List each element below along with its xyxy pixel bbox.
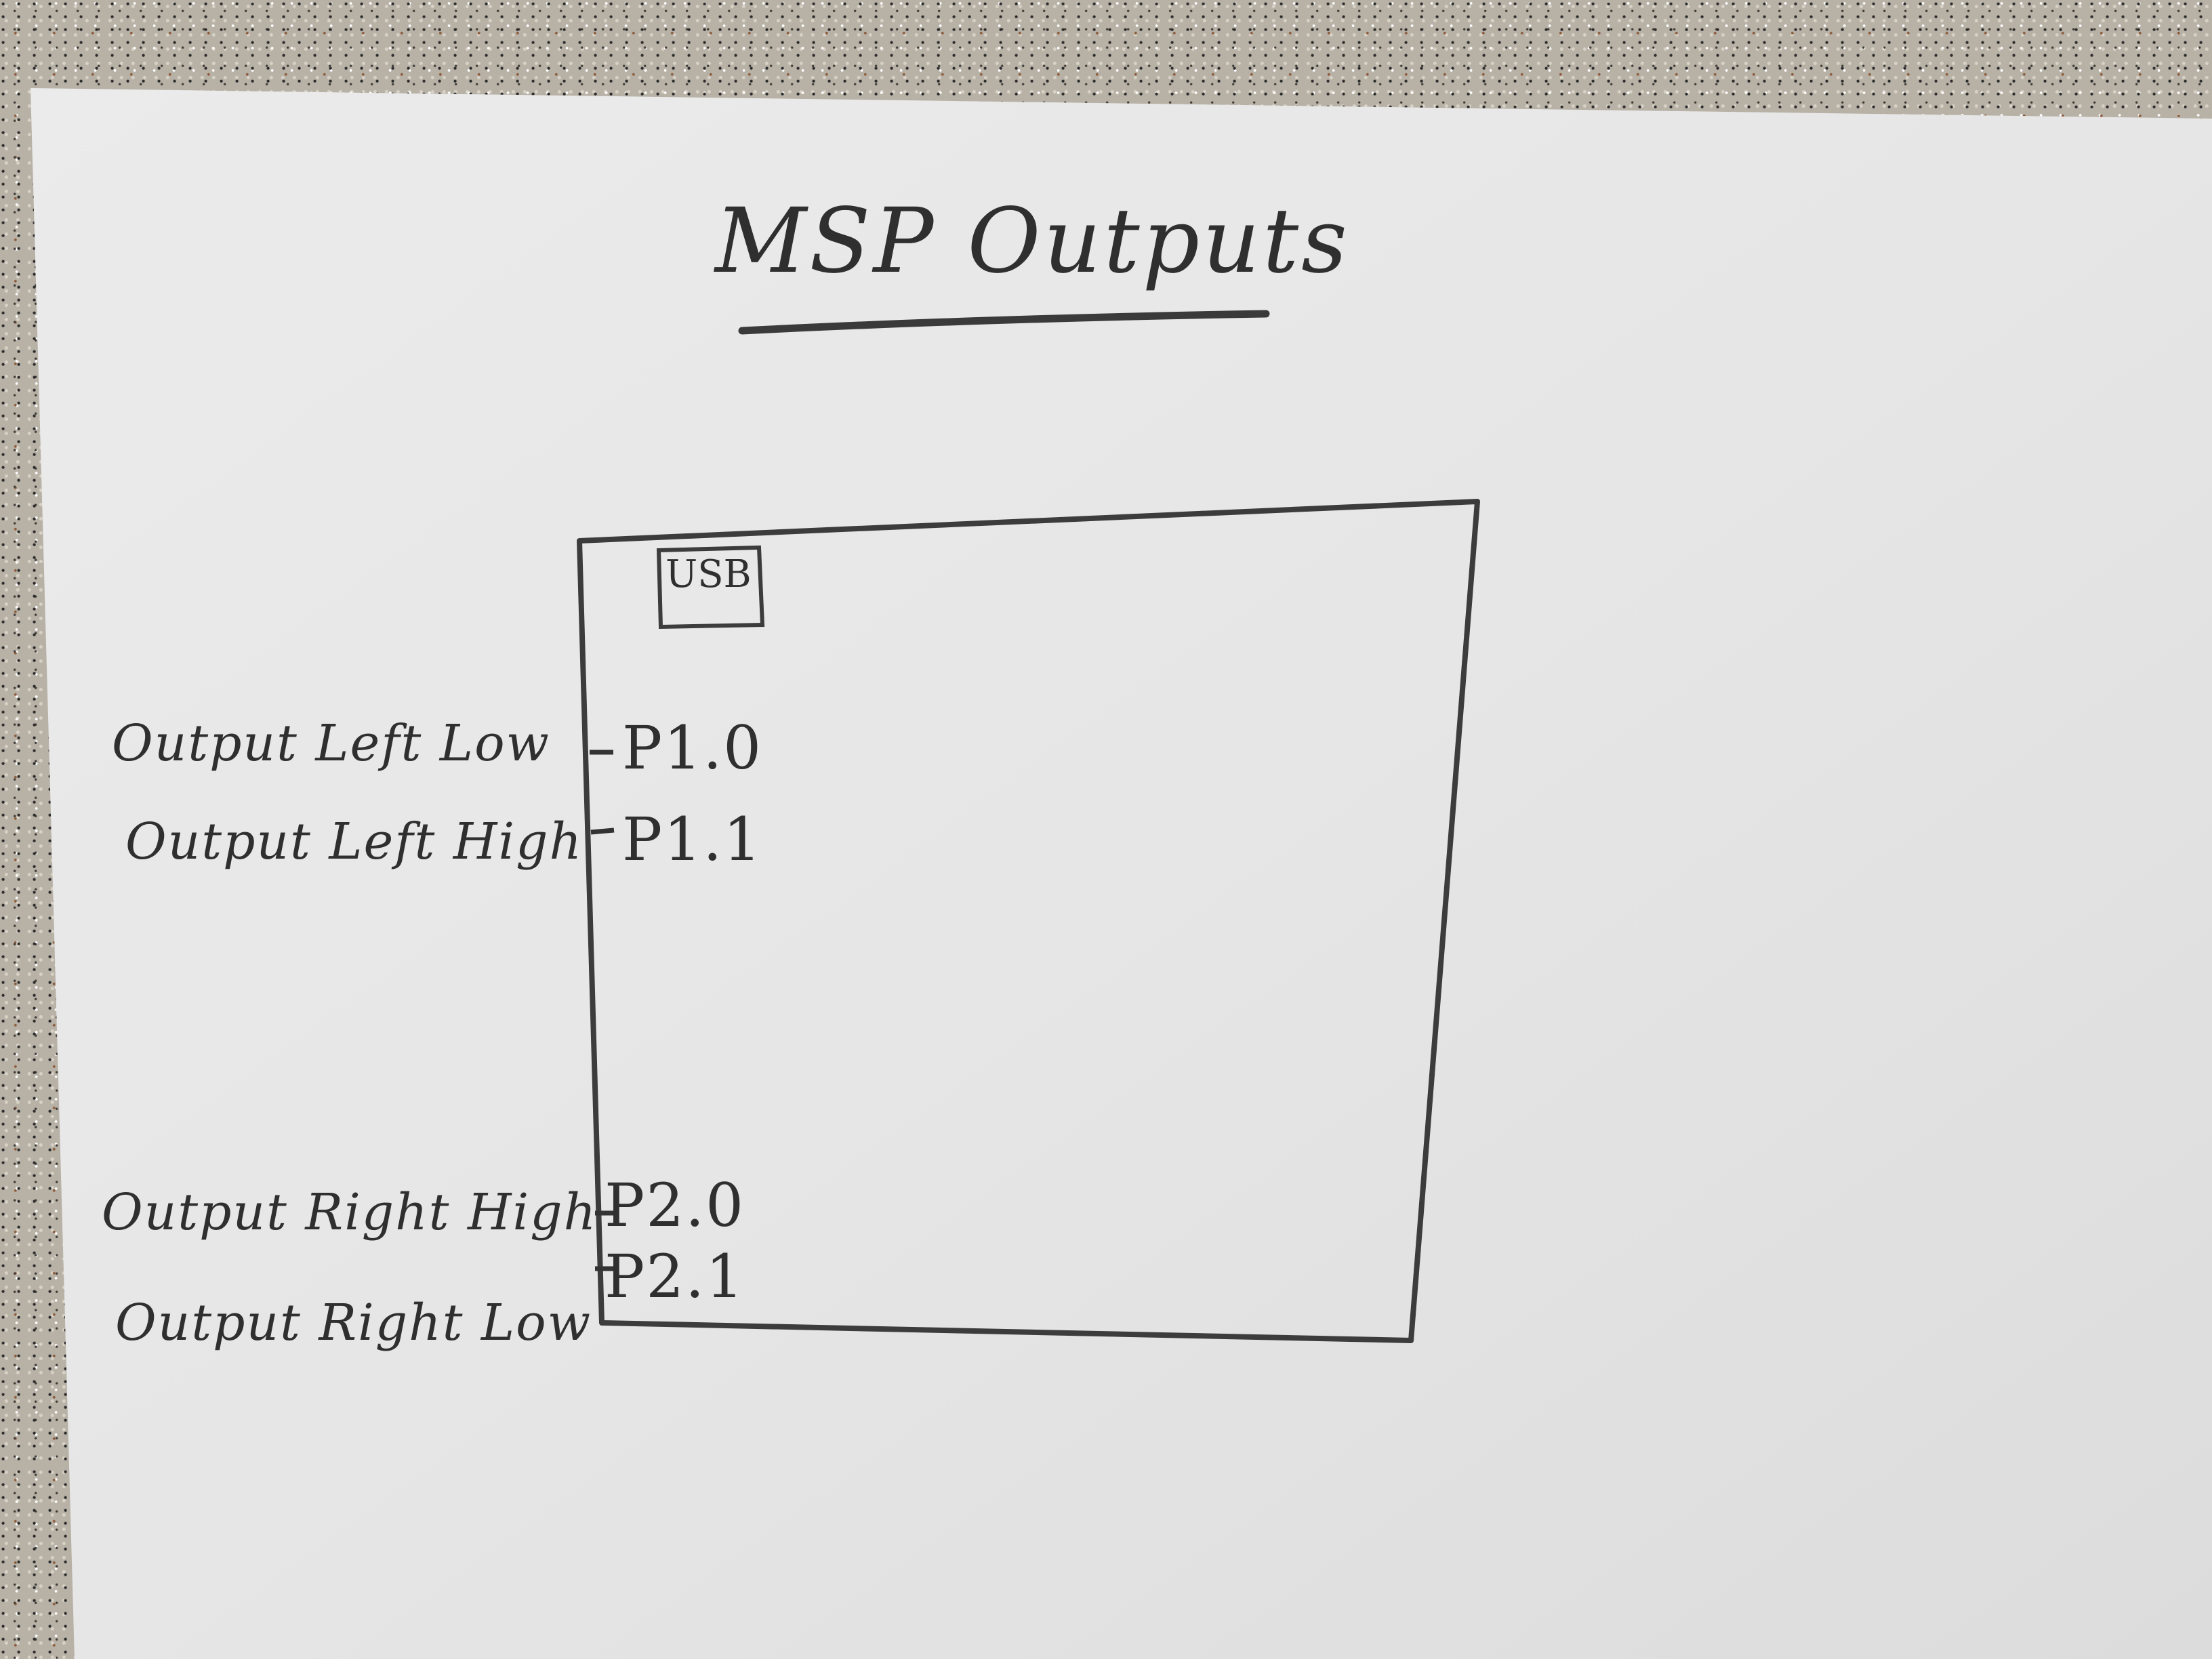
output-label-left-high: Output Left High	[125, 813, 583, 871]
board-outline	[577, 499, 1480, 1343]
pin-label-p2-0: P2.0	[605, 1170, 745, 1240]
usb-connector-box	[656, 545, 765, 630]
pin-label-p2-1: P2.1	[605, 1242, 745, 1311]
pin-tick-p1-1	[590, 827, 615, 835]
title-underline	[738, 310, 1270, 335]
paper-surface	[30, 88, 2212, 1659]
output-label-right-low: Output Right Low	[115, 1294, 592, 1352]
pin-label-p1-0: P1.0	[622, 713, 763, 783]
output-label-left-low: Output Left Low	[112, 714, 550, 773]
pin-label-p1-1: P1.1	[622, 804, 763, 874]
diagram-title: MSP Outputs	[715, 189, 1350, 293]
usb-label: USB	[665, 552, 752, 596]
output-label-right-high: Output Right High	[102, 1183, 598, 1242]
